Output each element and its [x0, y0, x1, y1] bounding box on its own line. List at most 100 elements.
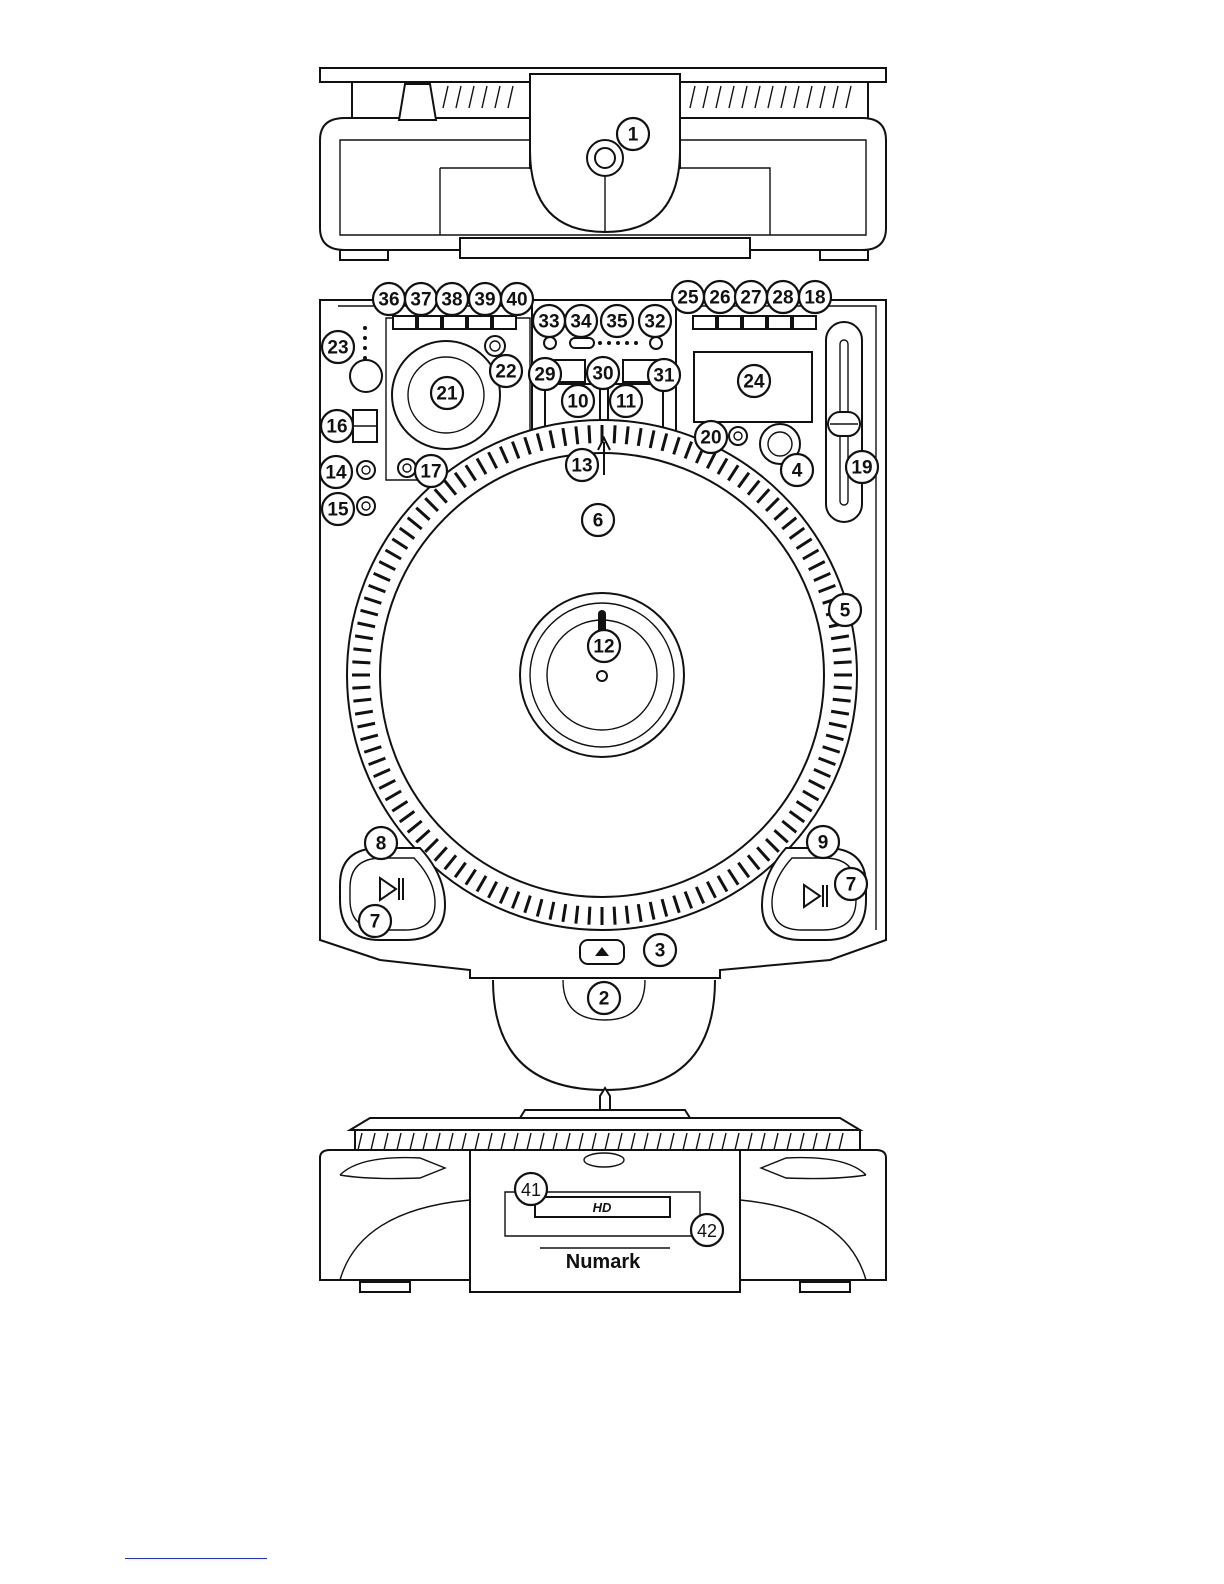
callout-18: 18 [799, 281, 831, 313]
callout-14: 14 [320, 456, 352, 488]
indicator-34 [570, 338, 594, 348]
callout-37: 37 [405, 283, 437, 315]
button-20[interactable] [729, 427, 747, 445]
callout-28: 28 [767, 281, 799, 313]
callout-12: 12 [588, 630, 620, 662]
hd-badge: HD [593, 1200, 612, 1215]
callout-15: 15 [322, 493, 354, 525]
footer-rule [125, 1558, 267, 1559]
button-23[interactable] [350, 360, 382, 392]
svg-text:31: 31 [653, 366, 675, 387]
callout-11: 11 [610, 385, 642, 417]
svg-text:3: 3 [655, 941, 666, 962]
callout-31: 31 [648, 359, 680, 391]
svg-text:21: 21 [436, 384, 458, 405]
button-22[interactable] [485, 336, 505, 356]
left-button-row [393, 316, 516, 329]
svg-text:8: 8 [376, 834, 387, 855]
svg-text:15: 15 [327, 500, 349, 521]
svg-text:29: 29 [534, 365, 555, 386]
callout-41: 41 [515, 1173, 547, 1205]
main-panel [320, 300, 886, 1090]
callout-25: 25 [672, 281, 704, 313]
svg-text:2: 2 [599, 989, 610, 1010]
svg-text:24: 24 [743, 372, 765, 393]
callout-9: 9 [807, 826, 839, 858]
pitch-knob-side [399, 84, 436, 120]
callout-4: 4 [781, 454, 813, 486]
jack-15[interactable] [357, 497, 375, 515]
callout-24: 24 [738, 365, 770, 397]
svg-text:9: 9 [818, 833, 829, 854]
callout-1: 1 [617, 118, 649, 150]
callout-26: 26 [704, 281, 736, 313]
callout-6: 6 [582, 504, 614, 536]
svg-text:25: 25 [677, 288, 699, 309]
callout-21: 21 [431, 377, 463, 409]
button-17[interactable] [398, 459, 416, 477]
callout-27: 27 [735, 281, 767, 313]
brand-logo: Numark [566, 1251, 641, 1273]
svg-text:11: 11 [616, 392, 637, 413]
svg-text:39: 39 [474, 290, 495, 311]
svg-text:36: 36 [378, 290, 399, 311]
callout-7a: 7 [359, 905, 391, 937]
svg-text:35: 35 [606, 312, 628, 333]
spindle [597, 671, 607, 681]
svg-text:17: 17 [420, 462, 441, 483]
callout-7b: 7 [835, 868, 867, 900]
svg-text:7: 7 [846, 875, 857, 896]
callout-30: 30 [587, 357, 619, 389]
svg-text:37: 37 [410, 290, 431, 311]
svg-text:5: 5 [840, 601, 851, 622]
callout-40: 40 [501, 283, 533, 315]
callout-42: 42 [691, 1214, 723, 1246]
right-button-row [693, 316, 816, 329]
callout-17: 17 [415, 455, 447, 487]
front-view: HD Numark [320, 1088, 886, 1292]
callout-29: 29 [529, 358, 561, 390]
svg-text:26: 26 [709, 288, 730, 309]
callout-13: 13 [566, 449, 598, 481]
callout-10: 10 [562, 385, 594, 417]
svg-text:42: 42 [697, 1221, 717, 1241]
callout-5: 5 [829, 594, 861, 626]
jack-14[interactable] [357, 461, 375, 479]
svg-text:6: 6 [593, 511, 604, 532]
callout-3: 3 [644, 934, 676, 966]
svg-text:23: 23 [327, 338, 348, 359]
svg-text:18: 18 [804, 288, 825, 309]
callout-2: 2 [588, 982, 620, 1014]
callout-16: 16 [321, 410, 353, 442]
callout-20: 20 [695, 421, 727, 453]
svg-text:12: 12 [593, 637, 614, 658]
svg-text:20: 20 [700, 428, 721, 449]
rear-jack-inner [595, 148, 615, 168]
svg-text:27: 27 [740, 288, 761, 309]
svg-text:22: 22 [495, 362, 516, 383]
svg-text:28: 28 [772, 288, 793, 309]
svg-text:38: 38 [441, 290, 462, 311]
svg-text:16: 16 [326, 417, 347, 438]
callout-22: 22 [490, 355, 522, 387]
callout-32: 32 [639, 305, 671, 337]
svg-text:10: 10 [567, 392, 588, 413]
svg-text:33: 33 [538, 312, 559, 333]
indicator-33 [544, 337, 556, 349]
svg-text:13: 13 [571, 456, 592, 477]
rear-view [320, 68, 886, 260]
callout-33: 33 [533, 305, 565, 337]
callout-19: 19 [846, 451, 878, 483]
callout-34: 34 [565, 305, 597, 337]
svg-text:30: 30 [592, 364, 613, 385]
callout-23: 23 [322, 331, 354, 363]
callout-39: 39 [469, 283, 501, 315]
svg-text:40: 40 [506, 290, 527, 311]
play-button-left[interactable] [340, 848, 445, 940]
callout-35: 35 [601, 305, 633, 337]
svg-text:1: 1 [628, 125, 639, 146]
svg-text:14: 14 [325, 463, 347, 484]
svg-text:34: 34 [570, 312, 592, 333]
svg-text:41: 41 [521, 1180, 541, 1200]
